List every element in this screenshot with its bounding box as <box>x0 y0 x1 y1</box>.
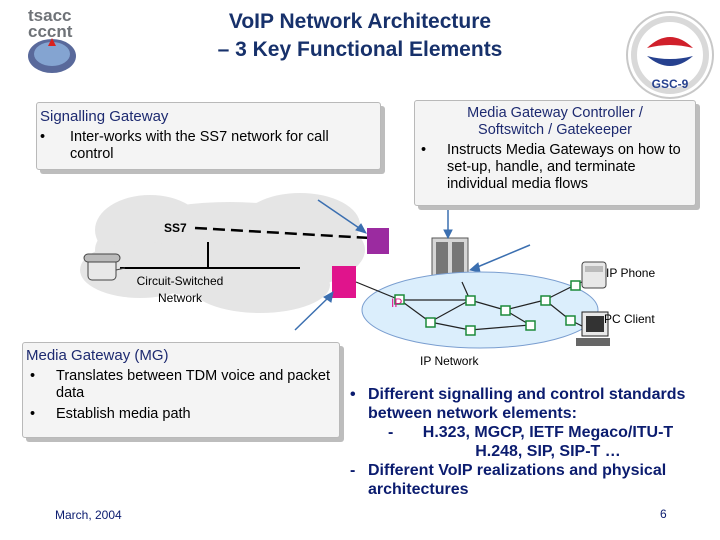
signalling-gateway-title: Signalling Gateway <box>40 108 169 125</box>
title-line-2: – 3 Key Functional Elements <box>217 38 503 61</box>
media-gateway-node <box>332 266 356 298</box>
ip-network-cloud <box>361 271 599 349</box>
media-gateway-box: Media Gateway (MG) • Translates between … <box>22 342 340 438</box>
main-points-list: • Different signalling and control stand… <box>350 385 690 499</box>
slide-title: VoIP Network Architecture – 3 Key Functi… <box>150 8 570 64</box>
ip-network-label: IP Network <box>420 354 479 368</box>
telephone-icon <box>83 253 126 281</box>
arrows <box>294 199 531 331</box>
mgc-bullet: • Instructs Media Gateways on how to set… <box>421 142 689 193</box>
pc-client-icon <box>576 311 610 346</box>
media-gateway-controller-box: Media Gateway Controller / Softswitch / … <box>414 100 696 206</box>
media-gateway-bullet-2: • Establish media path <box>30 406 191 422</box>
pc-client-label: PC Client <box>604 312 655 326</box>
mgc-item: Instructs Media Gateways on how to set-u… <box>447 142 681 192</box>
gsc9-seal-logo: GSC-9 <box>626 11 714 99</box>
ss7-link <box>194 226 371 240</box>
signalling-gateway-node <box>367 228 389 254</box>
main-point-2: - H.323, MGCP, IETF Megaco/ITU-T H.248, … <box>388 424 674 460</box>
media-gateway-bullet-1: • Translates between TDM voice and packe… <box>30 368 331 401</box>
signalling-gateway-box: Signalling Gateway • Inter-works with th… <box>36 102 381 170</box>
ip-label: IP <box>391 296 403 310</box>
footer-date: March, 2004 <box>55 508 122 522</box>
signalling-gateway-item: Inter-works with the SS7 network for cal… <box>70 129 329 162</box>
ip-phone-label: IP Phone <box>606 266 656 280</box>
ip-phone-icon <box>581 261 607 289</box>
ip-router-nodes <box>394 280 581 336</box>
svg-text:GSC-9: GSC-9 <box>652 77 689 91</box>
main-point-1: • Different signalling and control stand… <box>350 386 686 422</box>
media-gateway-title: Media Gateway (MG) <box>26 347 169 364</box>
signalling-gateway-bullet: • Inter-works with the SS7 network for c… <box>40 129 380 163</box>
circuit-switched-label: Circuit-Switched Network <box>136 274 224 305</box>
mgc-title: Media Gateway Controller / Softswitch / … <box>467 105 643 138</box>
tsacc-logo-text: tsacc cccnt <box>28 6 73 41</box>
title-line-1: VoIP Network Architecture <box>228 10 492 33</box>
tsacc-globe-logo <box>28 38 76 73</box>
ss7-label: SS7 <box>164 221 187 235</box>
page-number: 6 <box>660 507 667 521</box>
main-point-3: - Different VoIP realizations and physic… <box>350 462 667 498</box>
